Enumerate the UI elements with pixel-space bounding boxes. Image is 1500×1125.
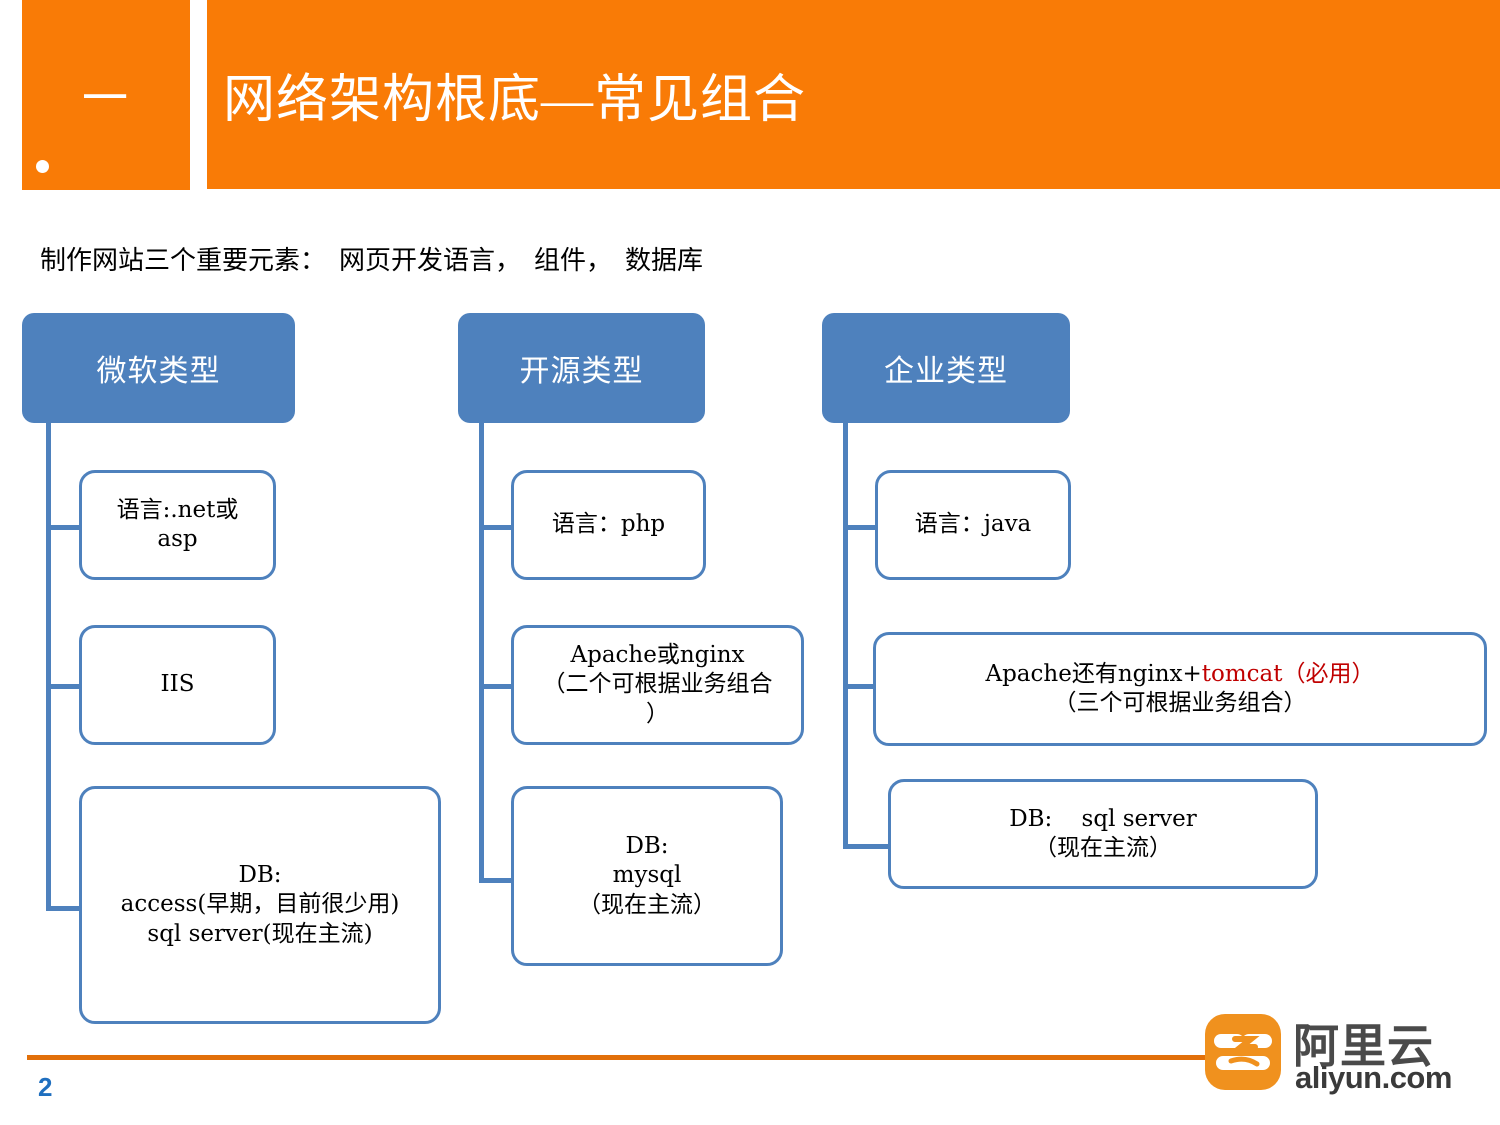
- node-line: sql server(现在主流): [147, 920, 373, 947]
- node-line-red: tomcat（必用）: [1201, 660, 1375, 687]
- tree-trunk-col3: [843, 423, 848, 849]
- tree-branch-col3-1: [843, 525, 879, 530]
- node-line: （二个可根据业务组合: [542, 671, 773, 698]
- bullet-dot-icon: [36, 160, 49, 173]
- aliyun-cloud-icon: [1205, 1014, 1281, 1090]
- column-header-label: 微软类型: [96, 355, 221, 388]
- node-line: IIS: [160, 671, 195, 698]
- footer-divider: [27, 1055, 1258, 1060]
- node-line: DB: sql server: [1009, 805, 1197, 832]
- subtitle-text: 制作网站三个重要元素： 网页开发语言， 组件， 数据库: [40, 246, 704, 275]
- node-line: Apache或nginx: [570, 641, 745, 668]
- tree-branch-col2-3: [479, 878, 515, 883]
- node-line: （现在主流）: [1033, 835, 1172, 861]
- node-line: ）: [646, 700, 669, 727]
- node-line: 语言：php: [551, 511, 666, 538]
- node-line-black: Apache还有nginx+: [985, 660, 1202, 687]
- node-col1-database[interactable]: DB: access(早期，目前很少用) sql server(现在主流): [79, 786, 441, 1024]
- tree-branch-col2-1: [479, 525, 515, 530]
- header-number-block: 一: [22, 0, 190, 190]
- node-col3-server[interactable]: Apache还有nginx+tomcat（必用） （三个可根据业务组合）: [873, 632, 1487, 746]
- node-line: access(早期，目前很少用): [120, 891, 400, 918]
- tree-branch-col2-2: [479, 684, 515, 689]
- page-title: 网络架构根底—常见组合: [223, 72, 807, 129]
- section-number: 一: [82, 73, 130, 124]
- node-col3-database[interactable]: DB: sql server （现在主流）: [888, 779, 1318, 889]
- aliyun-logo: 阿里云 aliyun.com: [1205, 1008, 1490, 1104]
- node-line: asp: [157, 526, 198, 552]
- node-line: DB:: [625, 832, 669, 859]
- node-col2-database[interactable]: DB: mysql （现在主流）: [511, 786, 783, 966]
- header-title-block: 网络架构根底—常见组合: [207, 0, 1500, 189]
- node-line: （三个可根据业务组合）: [1053, 690, 1307, 716]
- column-header-opensource[interactable]: 开源类型: [458, 313, 705, 423]
- node-line: （现在主流）: [578, 891, 716, 918]
- node-line: mysql: [612, 862, 682, 889]
- column-header-label: 开源类型: [519, 355, 644, 388]
- tree-branch-col1-1: [46, 525, 82, 530]
- node-line: DB:: [238, 861, 282, 888]
- tree-branch-col3-2: [843, 684, 879, 689]
- node-line: 语言:.net或: [116, 496, 239, 523]
- tree-trunk-col2: [479, 423, 484, 883]
- tree-branch-col3-3: [843, 844, 891, 849]
- tree-trunk-col1: [46, 423, 51, 911]
- node-col1-language[interactable]: 语言:.net或 asp: [79, 470, 276, 580]
- tree-branch-col1-2: [46, 684, 82, 689]
- node-col1-server[interactable]: IIS: [79, 625, 276, 745]
- node-line-mixed: Apache还有nginx+tomcat（必用）: [985, 660, 1374, 689]
- node-line: 语言：java: [914, 511, 1032, 538]
- node-col2-language[interactable]: 语言：php: [511, 470, 706, 580]
- node-col2-server[interactable]: Apache或nginx （二个可根据业务组合 ）: [511, 625, 804, 745]
- aliyun-logo-cn: 阿里云: [1293, 1019, 1434, 1073]
- column-header-label: 企业类型: [884, 355, 1008, 388]
- page-number: 2: [38, 1072, 53, 1102]
- aliyun-logo-en: aliyun.com: [1295, 1060, 1452, 1095]
- column-header-enterprise[interactable]: 企业类型: [822, 313, 1070, 423]
- column-header-microsoft[interactable]: 微软类型: [22, 313, 295, 423]
- node-col3-language[interactable]: 语言：java: [875, 470, 1071, 580]
- tree-branch-col1-3: [46, 906, 82, 911]
